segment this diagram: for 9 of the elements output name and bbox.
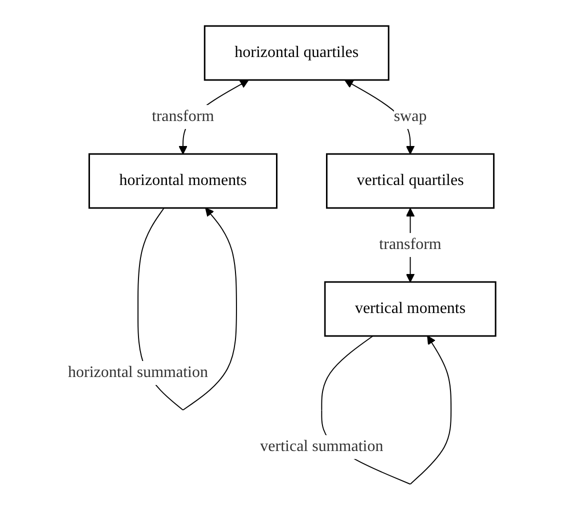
edge-label: transform: [378, 236, 442, 254]
edge-label: horizontal summation: [68, 364, 208, 382]
node-box: horizontal quartiles: [204, 26, 390, 82]
node-box: horizontal moments: [88, 154, 278, 210]
edge-label: transform: [152, 108, 214, 126]
edge-label: vertical summation: [260, 438, 383, 456]
node-box: vertical quartiles: [326, 154, 494, 210]
node-box: vertical moments: [324, 282, 496, 338]
edge-label: swap: [394, 108, 426, 126]
